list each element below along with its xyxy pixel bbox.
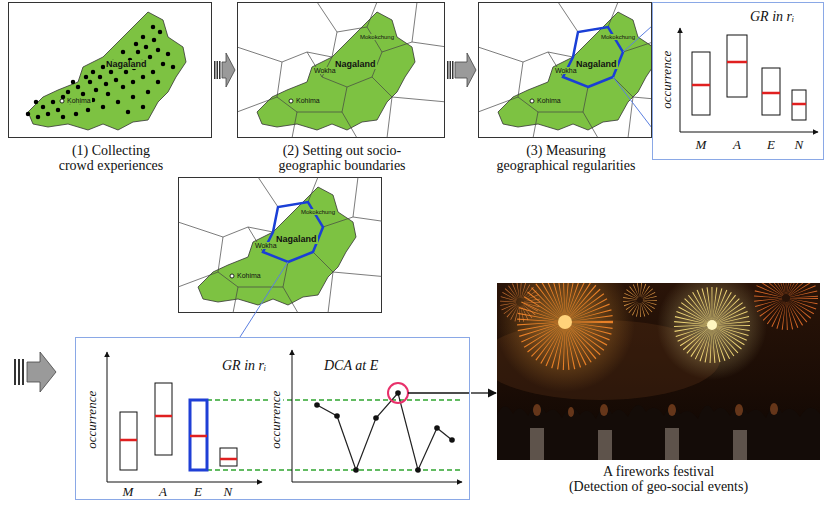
boundary-lines xyxy=(237,2,447,138)
place-name: Nagaland xyxy=(334,60,377,69)
place-name: Kohima xyxy=(536,97,562,104)
arrow-stripe xyxy=(452,61,454,79)
experience-dots xyxy=(28,27,173,117)
axis-label: E xyxy=(766,138,776,152)
map-illustration xyxy=(28,12,186,130)
axis-label: N xyxy=(794,138,805,152)
map-panel: (1) Collecting crowd experiences xyxy=(8,2,212,138)
map-illustration xyxy=(178,177,388,313)
axis-label: occurrence xyxy=(269,390,283,450)
pointer-line xyxy=(408,392,470,393)
arrow-stripe xyxy=(219,61,221,79)
place-name: Nagaland xyxy=(575,60,618,69)
line-chart xyxy=(292,350,470,482)
arrow-body xyxy=(455,53,476,87)
chart-title: GR in rᵢ xyxy=(221,358,267,373)
city-marker xyxy=(60,99,64,103)
flow-arrow xyxy=(447,53,476,87)
caption: (3) Measuring geographical regularities xyxy=(481,143,651,174)
place-name: Kohima xyxy=(295,97,321,104)
axis-label: A xyxy=(158,485,168,499)
axis-label: occurrence xyxy=(660,50,674,110)
place-name: Mokokchung xyxy=(359,34,395,40)
arrow-line xyxy=(471,392,496,393)
arrow-stripe xyxy=(450,61,452,79)
boundary-lines xyxy=(478,2,688,138)
caption: (1) Collecting crowd experiences xyxy=(36,143,186,174)
caption: (Detection of geo-social events) xyxy=(497,479,820,494)
arrow-stripe xyxy=(447,61,449,79)
map-panel: (2) Setting out socio-geographic boundar… xyxy=(237,2,445,138)
axis-label: M xyxy=(695,138,708,152)
box-chart xyxy=(680,28,818,132)
axis-label: A xyxy=(732,138,742,152)
arrow-stripe xyxy=(217,61,219,79)
city-marker xyxy=(230,274,234,278)
map-illustration xyxy=(237,2,447,138)
map-illustration xyxy=(478,2,688,138)
boundary-lines xyxy=(178,177,388,313)
highlight-circle xyxy=(388,383,408,403)
axis-label: M xyxy=(122,485,135,499)
place-name: Kohima xyxy=(66,97,92,104)
place-name: Mokokchung xyxy=(300,209,336,215)
place-name: Nagaland xyxy=(275,235,318,244)
region-outline xyxy=(28,12,186,130)
place-name: Nagaland xyxy=(105,60,148,69)
photo-panel: A fireworks festival(Detection of geo-so… xyxy=(497,283,820,460)
city-marker xyxy=(289,99,293,103)
chart-panel: GR in rᵢ xyxy=(652,2,824,160)
place-name: Kohima xyxy=(236,272,262,279)
flow-arrow xyxy=(214,53,235,87)
axis-label: occurrence xyxy=(85,390,99,450)
place-name: Mokokchung xyxy=(600,34,636,40)
pointer-arrow xyxy=(471,393,496,394)
city-marker xyxy=(530,99,534,103)
chart-title: GR in rᵢ xyxy=(749,9,795,24)
box-chart xyxy=(107,352,460,482)
arrow-body xyxy=(222,53,235,87)
arrow-stripe xyxy=(214,61,216,79)
axis-label: N xyxy=(223,485,234,499)
fireworks-photo xyxy=(497,283,820,460)
axis-label: E xyxy=(193,485,203,499)
flow-arrow xyxy=(14,352,56,392)
caption: (2) Setting out socio-geographic boundar… xyxy=(242,143,442,174)
chart-title: DCA at E xyxy=(323,358,379,373)
caption: A fireworks festival xyxy=(497,464,820,479)
callout-leader xyxy=(613,26,652,128)
